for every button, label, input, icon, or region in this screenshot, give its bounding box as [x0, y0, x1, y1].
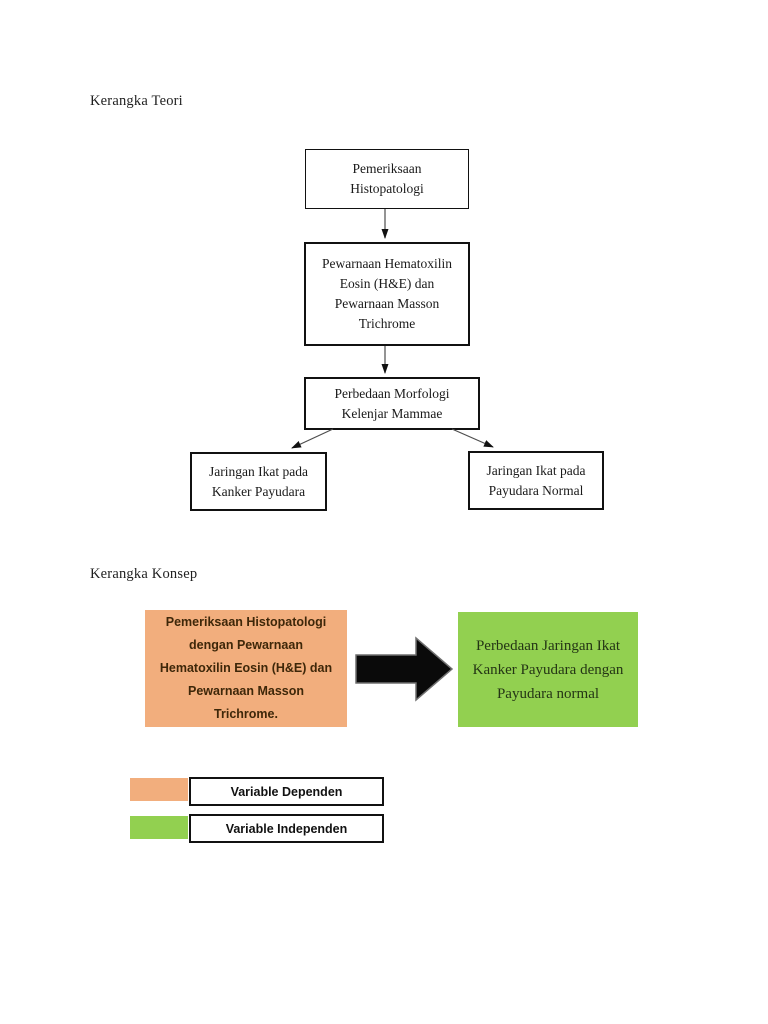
flow-node-histopathology: Pemeriksaan Histopatologi	[305, 149, 469, 209]
independent-variable-box: Perbedaan Jaringan Ikat Kanker Payudara …	[458, 612, 638, 727]
legend-label-independent: Variable Independen	[189, 814, 384, 843]
arrow-diagonal-left-icon	[291, 428, 334, 449]
dependent-color-swatch	[130, 778, 188, 801]
theory-heading: Kerangka Teori	[90, 93, 183, 109]
flow-node-morphology: Perbedaan Morfologi Kelenjar Mammae	[304, 377, 480, 430]
arrow-diagonal-right-icon	[451, 428, 494, 448]
big-right-arrow-icon	[355, 636, 454, 702]
dependent-variable-box: Pemeriksaan Histopatologi dengan Pewarna…	[145, 610, 347, 727]
flow-node-staining: Pewarnaan Hematoxilin Eosin (H&E) dan Pe…	[304, 242, 470, 346]
legend-label-dependent: Variable Dependen	[189, 777, 384, 806]
concept-heading: Kerangka Konsep	[90, 566, 198, 582]
flow-node-normal-tissue: Jaringan Ikat pada Payudara Normal	[468, 451, 604, 510]
flow-node-cancer-tissue: Jaringan Ikat pada Kanker Payudara	[190, 452, 327, 511]
independent-color-swatch	[130, 816, 188, 839]
